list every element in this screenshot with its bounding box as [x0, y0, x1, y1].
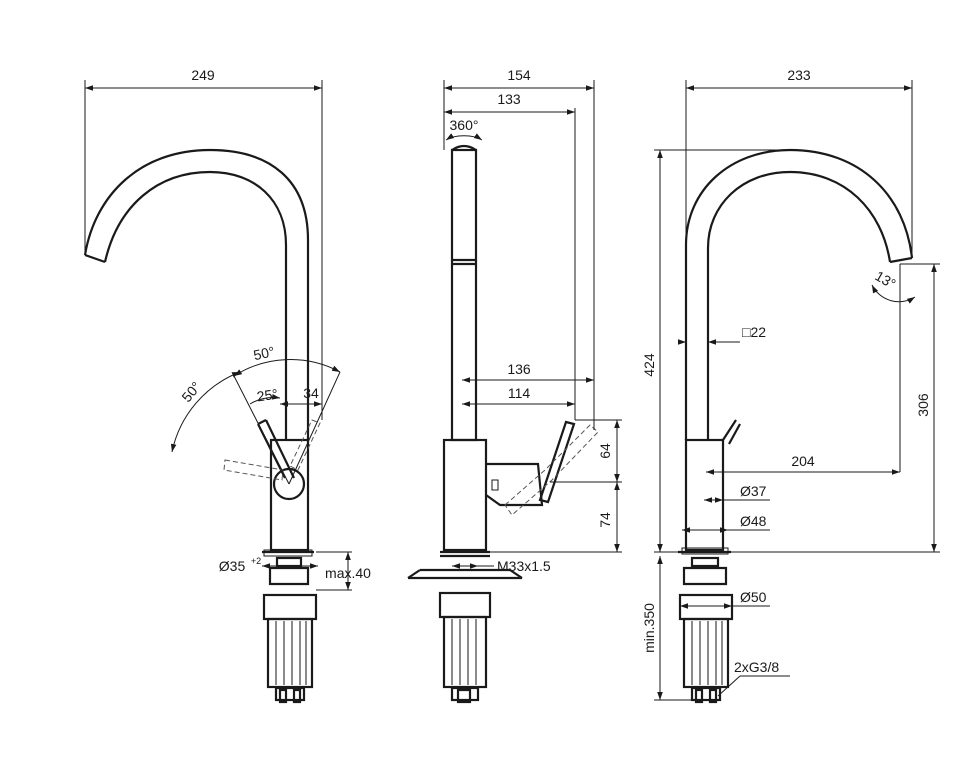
side-handle-height-label: 64 — [597, 443, 613, 459]
front-deck-thickness-label: max.40 — [325, 565, 371, 581]
side-rotation-label: 360° — [450, 117, 479, 133]
profile-connections-label: 2xG3/8 — [734, 659, 779, 675]
profile-spout-height-label: 306 — [915, 393, 931, 417]
side-view: 154 133 360° 136 114 64 74 M33x1.5 — [407, 67, 622, 704]
profile-spout-angle-label: 13° — [872, 267, 898, 291]
profile-min-length-label: min.350 — [641, 603, 657, 653]
front-view: 249 50° 50° 25° 34 Ø35 +2 max.40 — [83, 67, 371, 704]
profile-handle-reach-label: 204 — [791, 453, 815, 469]
front-angle-small-label: 25° — [256, 386, 279, 405]
front-hole-diameter-label: Ø35 — [219, 558, 246, 574]
side-reach-label: 133 — [497, 91, 521, 107]
side-thread-label: M33x1.5 — [497, 558, 551, 574]
profile-nut-diameter-label: Ø50 — [740, 589, 767, 605]
front-width-label: 249 — [191, 67, 215, 83]
front-hole-tolerance-label: +2 — [251, 556, 261, 566]
profile-total-height-label: 424 — [641, 353, 657, 377]
profile-body-diameter-label: Ø37 — [740, 483, 767, 499]
profile-view: 233 424 306 13° □22 204 Ø37 Ø48 Ø50 min.… — [641, 67, 940, 704]
front-angle-side-label: 50° — [178, 379, 204, 406]
side-depth-label: 154 — [507, 67, 531, 83]
side-handle-outer-label: 136 — [507, 361, 531, 377]
profile-width-label: 233 — [787, 67, 811, 83]
profile-base-diameter-label: Ø48 — [740, 513, 767, 529]
side-base-height-label: 74 — [597, 512, 613, 528]
front-offset-label: 34 — [303, 385, 319, 401]
front-angle-top-label: 50° — [252, 343, 276, 363]
side-handle-inner-label: 114 — [508, 385, 531, 401]
profile-spout-section-label: □22 — [742, 324, 766, 340]
